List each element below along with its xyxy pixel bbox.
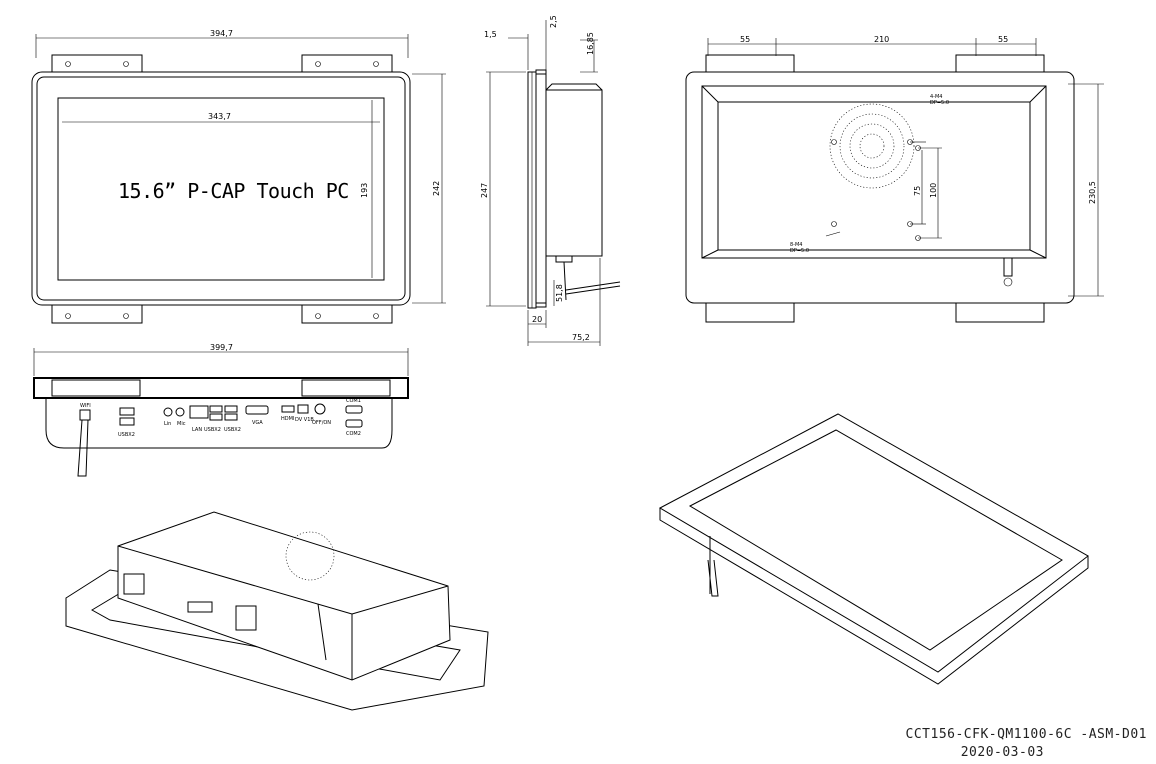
dim-rear-vesa-75: 75	[913, 186, 922, 196]
rear-view: 100 75 4-M4 DP=5.0 8-M4 DP=5.0 55 210 55…	[685, 35, 1104, 323]
port-mic-label: Mic	[177, 421, 186, 427]
front-view: 394,7 343,7 193 242 15.6” P-CAP Touch PC	[31, 29, 446, 324]
side-vent-pattern	[584, 96, 598, 156]
dim-front-height-overall: 242	[432, 181, 441, 196]
dim-side-bottom-2: 75,2	[572, 333, 590, 342]
vesa-label-top: 4-M4	[930, 94, 942, 100]
port-usb-left-label: USBX2	[118, 432, 135, 438]
port-dc-label: DV V1B	[295, 417, 314, 423]
port-usb-mid2-label: USBX2	[224, 427, 241, 433]
dim-side-bottom-1: 20	[532, 315, 542, 324]
port-power-label: OFF/ON	[312, 420, 331, 426]
drawing-code: CCT156-CFK-QM1100-6C -ASM-D01	[905, 727, 1147, 742]
dim-rear-left-55: 55	[740, 35, 750, 44]
vesa-label-top-2: DP=5.0	[930, 100, 949, 106]
bottom-view: 399,7 WIFI USBX2 Lin Mic LAN USBX2 USBX2…	[33, 343, 409, 477]
dim-rear-vesa-100: 100	[929, 183, 938, 198]
port-wifi-label: WIFI	[80, 403, 91, 409]
side-view: 1,5 2,5 16,85 247 51,8 20 75,2	[480, 15, 621, 346]
dim-side-antenna: 51,8	[555, 284, 564, 302]
product-title: 15.6” P-CAP Touch PC	[118, 179, 349, 203]
iso-view-front	[658, 413, 1089, 685]
dim-front-height-active: 193	[360, 183, 369, 198]
port-com2-label: COM2	[346, 431, 361, 437]
dim-rear-right-55: 55	[998, 35, 1008, 44]
dim-front-width-overall: 394,7	[210, 29, 233, 38]
vesa-label-bottom-2: DP=5.0	[790, 248, 809, 254]
port-com1-label: COM1	[346, 398, 361, 404]
dim-side-height: 247	[480, 183, 489, 198]
dim-rear-mid-210: 210	[874, 35, 889, 44]
port-lin-label: Lin	[164, 421, 171, 427]
port-vga-label: VGA	[252, 420, 263, 426]
vesa-label-bottom: 8-M4	[790, 242, 802, 248]
port-hdmi-label: HDMI	[281, 416, 294, 422]
dim-side-top-1: 1,5	[484, 30, 497, 39]
dim-side-top-2: 2,5	[549, 15, 558, 28]
dim-side-top-3: 16,85	[586, 32, 595, 55]
dim-front-width-active: 343,7	[208, 112, 231, 121]
dim-bottom-width: 399,7	[210, 343, 233, 352]
iso-view-rear	[65, 511, 489, 711]
dim-rear-height: 230,5	[1088, 181, 1097, 204]
drawing-date: 2020-03-03	[960, 745, 1044, 760]
port-usb-mid1-label: USBX2	[204, 427, 221, 433]
port-lan-label: LAN	[192, 427, 202, 433]
